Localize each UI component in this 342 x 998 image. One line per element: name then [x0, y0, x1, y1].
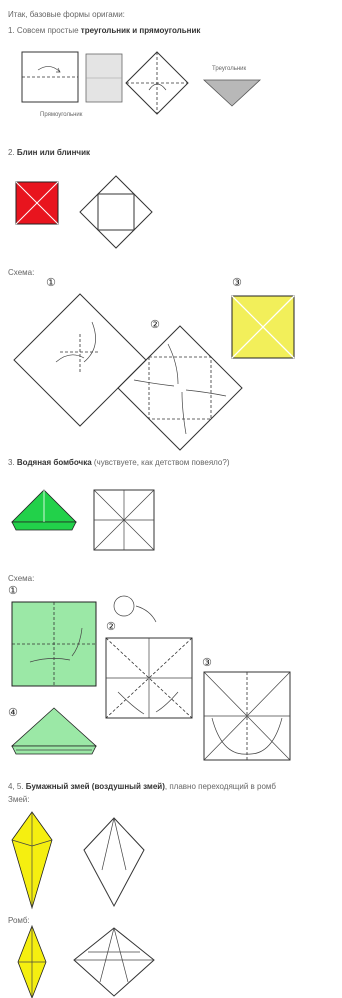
triangle-fold-diagram — [125, 51, 262, 115]
section-2-prefix: 2. — [8, 148, 17, 157]
scheme-2-step-2: ② — [106, 620, 116, 633]
caption-rectangle: Прямоугольник — [40, 112, 83, 118]
section-45-prefix: 4, 5. — [8, 782, 26, 791]
scheme-1-label: Схема: — [8, 268, 35, 277]
section-1-prefix: 1. Совсем простые — [8, 26, 81, 35]
rhombus-label: Ромб: — [8, 916, 30, 925]
caption-triangle: Треугольник — [212, 66, 247, 72]
rectangle-fold-diagram — [21, 51, 123, 103]
scheme-2-label: Схема: — [8, 574, 35, 583]
pancake-diagram — [15, 175, 153, 249]
section-1-bold: треугольник и прямоугольник — [80, 26, 201, 35]
scheme-1-step-3-diagram — [231, 295, 295, 359]
section-2-heading: 2. Блин или блинчик — [8, 148, 90, 158]
scheme-1-step-3: ③ — [232, 276, 242, 289]
section-45-rest: , плавно переходящий в ромб — [164, 782, 276, 791]
section-45-bold: Бумажный змей (воздушный змей) — [25, 782, 165, 791]
section-1-heading: 1. Совсем простые треугольник и прямоуго… — [8, 26, 200, 36]
intro-text: Итак, базовые формы оригами: — [8, 10, 125, 19]
scheme-1-step-2: ② — [150, 318, 160, 331]
section-3-rest: (чувствуете, как детством повеяло?) — [91, 458, 230, 467]
rhombus-diagram — [17, 924, 155, 998]
water-bomb-diagram — [11, 489, 155, 551]
kite-label: Змей: — [8, 795, 30, 804]
section-2-bold: Блин или блинчик — [16, 148, 90, 157]
kite-diagram — [11, 811, 145, 910]
scheme-2-step-1: ① — [8, 584, 18, 597]
scheme-1-step-1-diagram — [13, 293, 147, 427]
section-45-heading: 4, 5. Бумажный змей (воздушный змей), пл… — [8, 782, 276, 792]
scheme-2-step-2-diagram — [105, 637, 193, 719]
scheme-1-step-2-diagram — [117, 325, 243, 451]
section-3-prefix: 3. — [8, 458, 17, 467]
scheme-2-step-3-diagram — [203, 671, 291, 761]
scheme-1-step-1: ① — [46, 276, 56, 289]
section-3-heading: 3. Водяная бомбочка (чувствуете, как дет… — [8, 458, 229, 468]
scheme-2-step-3: ③ — [202, 656, 212, 669]
scheme-2-step-1-diagram — [11, 595, 157, 687]
scheme-2-step-4: ④ — [8, 706, 18, 719]
scheme-2-step-4-diagram — [10, 707, 98, 755]
section-3-bold: Водяная бомбочка — [16, 458, 92, 467]
